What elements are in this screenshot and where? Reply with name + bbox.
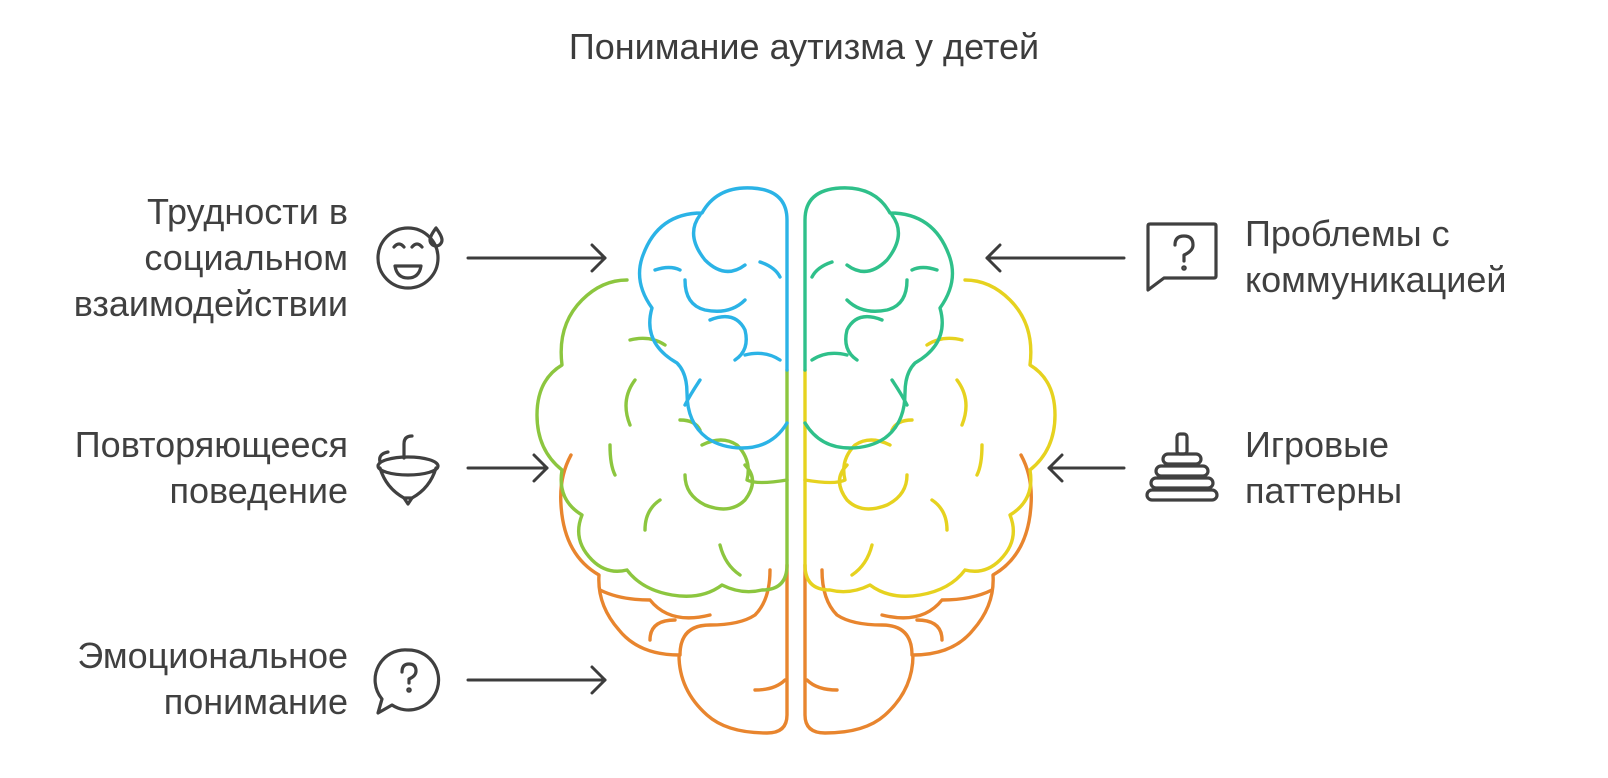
spinning-top-icon xyxy=(376,434,440,506)
stacking-rings-icon xyxy=(1145,432,1219,502)
label-communication-problems: Проблемы с коммуникацией xyxy=(1245,211,1507,303)
brain-left-blue xyxy=(637,186,789,450)
label-repetitive-behavior: Повторяющееся поведение xyxy=(75,422,348,514)
label-line: взаимодействии xyxy=(73,283,348,324)
brain-right-teal xyxy=(803,186,955,450)
arrow-emotional xyxy=(466,665,607,695)
label-line: поведение xyxy=(169,470,348,511)
label-line: паттерны xyxy=(1245,470,1403,511)
brain-illustration xyxy=(535,186,1057,735)
arrow-communication xyxy=(985,243,1126,273)
label-line: Эмоциональное xyxy=(77,635,348,676)
sweat-smile-icon xyxy=(376,226,444,290)
question-bubble-icon xyxy=(373,648,441,715)
brain-right-yellow xyxy=(803,278,1057,598)
label-line: понимание xyxy=(163,681,348,722)
page-title: Понимание аутизма у детей xyxy=(568,26,1040,67)
label-emotional-understanding: Эмоциональное понимание xyxy=(77,633,348,725)
label-play-patterns: Игровые паттерны xyxy=(1245,422,1402,514)
arrow-social xyxy=(466,243,607,273)
brain-left-orange xyxy=(559,453,789,735)
label-line: Проблемы с xyxy=(1245,213,1450,254)
label-line: Повторяющееся xyxy=(74,424,348,465)
label-line: Трудности в xyxy=(146,191,348,232)
label-social-interaction: Трудности в социальном взаимодействии xyxy=(74,189,348,327)
arrow-repetitive xyxy=(466,453,549,483)
brain-left-lime xyxy=(535,278,789,598)
label-line: социальном xyxy=(144,237,348,278)
brain-right-orange xyxy=(803,453,1033,735)
question-sign-icon xyxy=(1146,222,1218,292)
arrow-play xyxy=(1047,453,1126,483)
label-line: коммуникацией xyxy=(1245,259,1507,300)
label-line: Игровые xyxy=(1245,424,1390,465)
